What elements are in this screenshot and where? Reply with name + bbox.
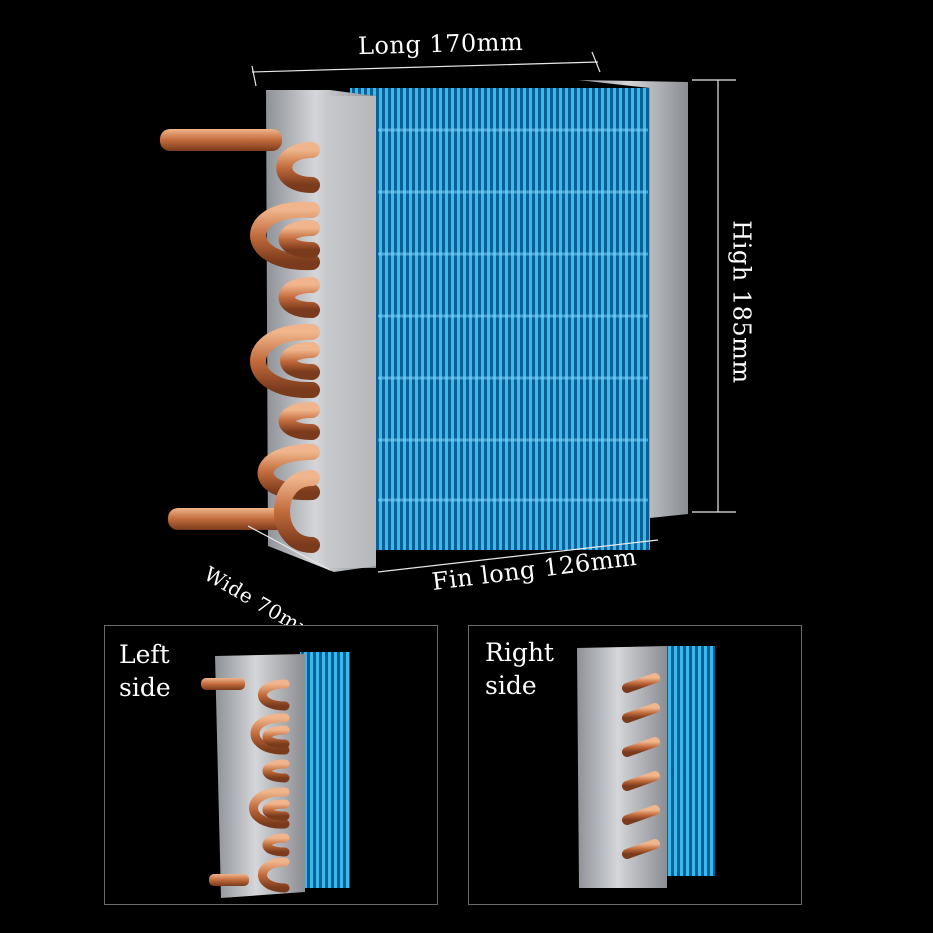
right-side-panel: Right side bbox=[468, 625, 802, 905]
fin-block bbox=[350, 88, 650, 550]
right-side-photo bbox=[577, 646, 715, 888]
left-side-panel: Left side bbox=[104, 625, 438, 905]
dimension-lines bbox=[247, 51, 736, 573]
copper-u-bends bbox=[250, 142, 320, 553]
outlet-tube bbox=[168, 508, 286, 530]
fin-tube-rows bbox=[378, 128, 648, 502]
heat-exchanger-illustration bbox=[160, 51, 736, 573]
inlet-tube bbox=[160, 129, 282, 151]
right-side-label: Right side bbox=[485, 638, 554, 700]
main-product-image bbox=[160, 51, 736, 573]
right-end-plate bbox=[578, 80, 688, 518]
length-dimension-label: Long 170mm bbox=[357, 27, 524, 61]
left-side-label: Left side bbox=[119, 640, 171, 702]
left-side-photo bbox=[201, 652, 350, 898]
height-dimension-label: High 185mm bbox=[727, 220, 756, 384]
